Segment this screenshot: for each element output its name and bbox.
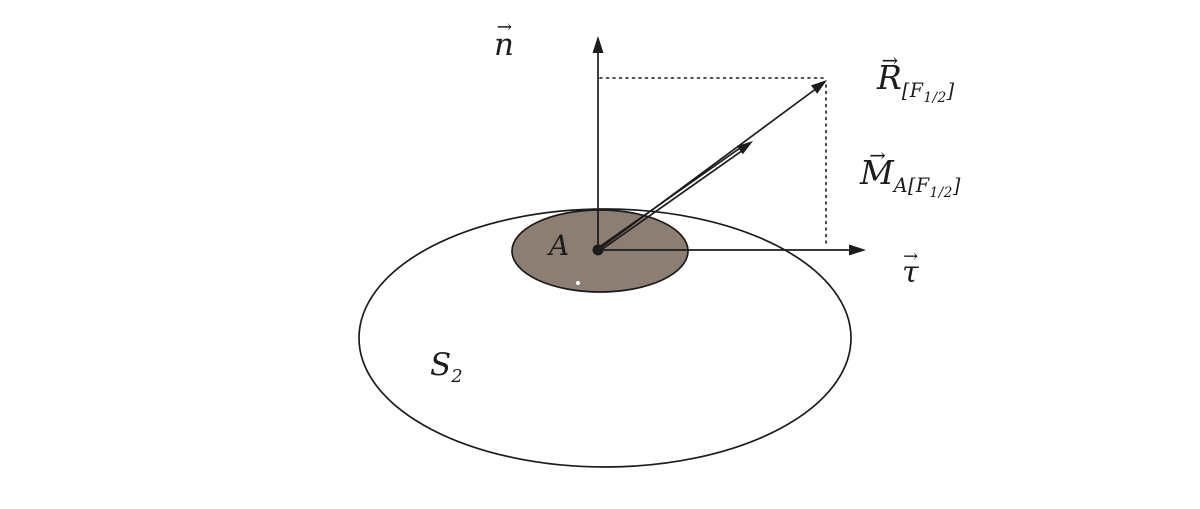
s2-label-subscript: 2 — [451, 366, 464, 388]
surface-s2-label: S2 — [430, 348, 463, 387]
n-label-text: n — [494, 27, 514, 63]
r-subscript-fraction: 1/2 — [923, 89, 947, 106]
vector-arrow-icon: → — [869, 143, 886, 167]
m-vector-symbol: →M — [860, 144, 894, 192]
r-vector-label: →R[F1/2] — [877, 49, 955, 106]
tau-arrowhead — [849, 244, 866, 256]
m-label-text: M — [860, 153, 894, 192]
vector-arrow-icon: → — [881, 48, 899, 72]
m-subscript-fraction: 1/2 — [929, 184, 953, 201]
m-arrowhead — [737, 141, 753, 155]
m-vector-label: →MA[F1/2] — [860, 144, 961, 201]
r-subscript-post: ] — [946, 78, 955, 102]
m-subscript-post: ] — [952, 173, 961, 197]
r-arrowhead — [811, 80, 827, 94]
vector-arrow-icon: → — [903, 245, 919, 267]
surface-s2-ellipse — [358, 208, 852, 468]
n-vector-symbol: →n — [494, 17, 514, 63]
m-vector-line-upper — [598, 150, 742, 253]
diagram-fills — [592, 36, 866, 256]
n-arrowhead — [592, 36, 604, 53]
tau-vector-symbol: →τ — [902, 246, 919, 290]
point-a-dot — [592, 244, 604, 256]
vector-arrow-icon: → — [496, 17, 513, 39]
m-vector-line-lower — [596, 147, 740, 250]
m-label-subscript: A[F1/2] — [893, 173, 961, 201]
a-label-text: A — [549, 229, 570, 262]
white-speck — [576, 281, 580, 285]
r-subscript-pre: [F — [901, 78, 924, 102]
r-label-subscript: [F1/2] — [901, 78, 955, 106]
s2-label-text: S — [430, 347, 452, 383]
r-vector-symbol: →R — [877, 49, 902, 97]
region-a-label: A — [549, 229, 570, 262]
n-vector-label: →n — [494, 17, 514, 63]
diagram-strokes — [358, 49, 852, 468]
r-label-text: R — [877, 58, 902, 97]
m-subscript-pre: A[F — [893, 173, 930, 197]
tau-vector-label: →τ — [902, 246, 919, 290]
tau-label-text: τ — [902, 255, 919, 290]
